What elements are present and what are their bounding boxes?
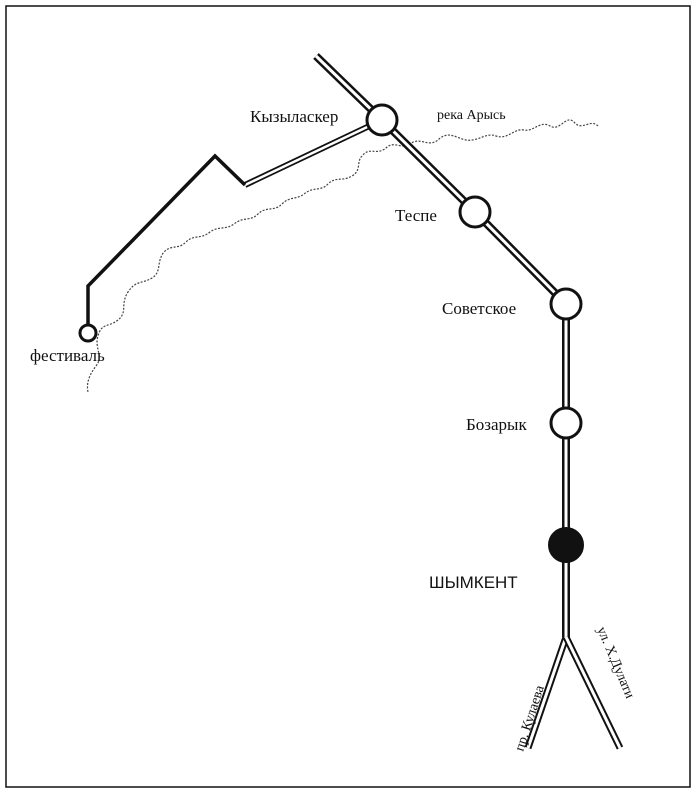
festival-marker[interactable] — [78, 323, 98, 343]
station-sovetskoe-label: Советское — [442, 299, 516, 318]
festival-track — [86, 153, 247, 326]
station-kyzylasker-marker[interactable] — [365, 103, 399, 137]
river-arys-label: река Арысь — [437, 108, 506, 123]
station-kyzylasker-label: Кызыласкер — [250, 107, 338, 126]
station-tespe-marker[interactable] — [458, 195, 492, 229]
street-dulati-label: ул. Х.Дулати — [593, 625, 637, 702]
festival-label: фестиваль — [30, 346, 105, 365]
branch-road — [243, 117, 384, 188]
station-bozaryk-label: Бозарык — [466, 415, 527, 434]
street-fork — [524, 635, 624, 750]
station-bozaryk-marker[interactable] — [549, 406, 583, 440]
map-frame — [5, 5, 691, 788]
river-arys — [86, 119, 599, 393]
city-shymkent-marker[interactable] — [548, 527, 584, 563]
main-road — [313, 53, 570, 637]
city-shymkent-label: ШЫМКЕНТ — [429, 573, 518, 592]
station-tespe-label: Теспе — [395, 206, 437, 225]
station-sovetskoe-marker[interactable] — [549, 287, 583, 321]
